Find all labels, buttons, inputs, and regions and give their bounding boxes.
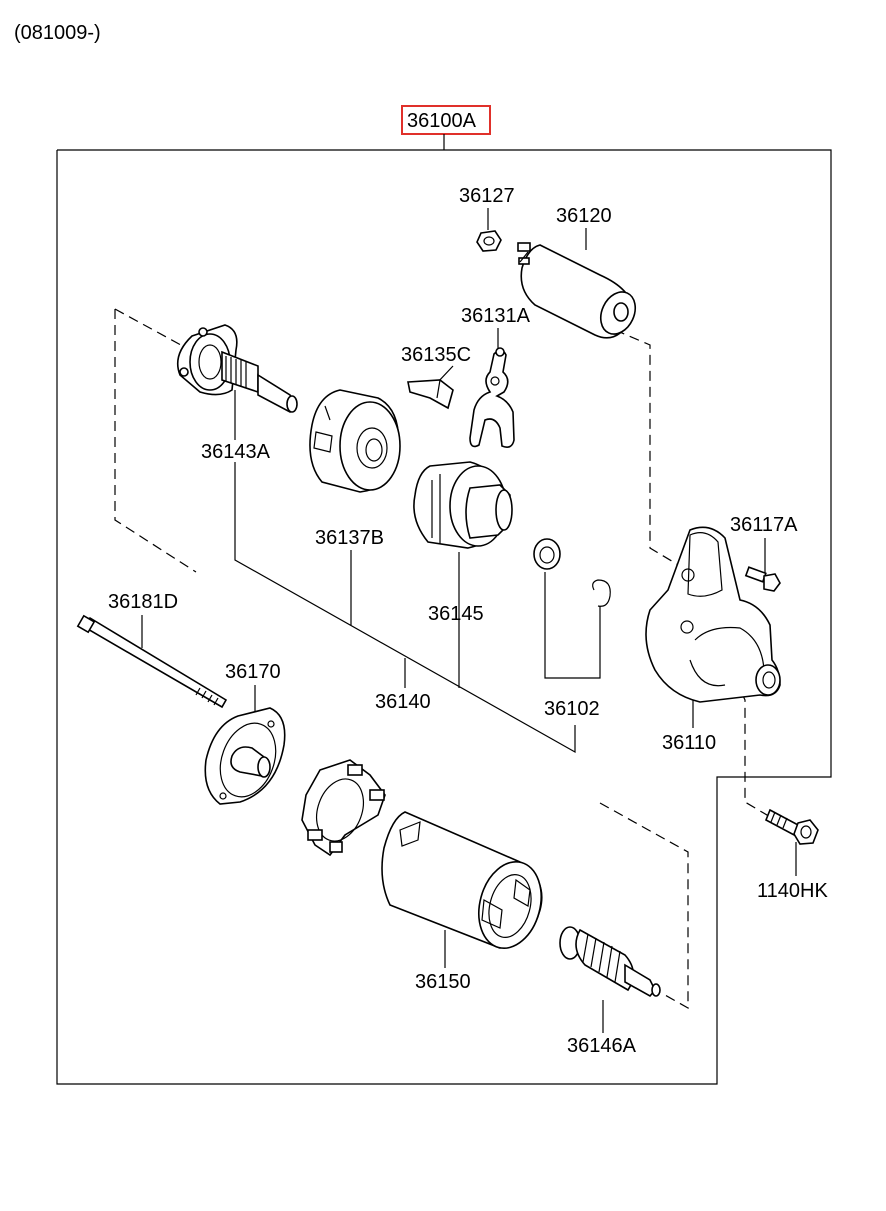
armature-36146a	[559, 926, 661, 998]
label-36140[interactable]: 36140	[375, 691, 431, 713]
label-36143a[interactable]: 36143A	[201, 441, 271, 463]
leader-lines	[141, 208, 797, 1033]
label-36120[interactable]: 36120	[556, 205, 612, 227]
pinion-36145	[413, 461, 513, 549]
yoke-36150	[381, 811, 543, 950]
bolt-1140hk	[764, 808, 819, 845]
solenoid-36120	[517, 242, 637, 339]
label-36135c[interactable]: 36135C	[401, 344, 471, 366]
bolt-36117a	[744, 566, 781, 592]
label-36131a[interactable]: 36131A	[461, 305, 531, 327]
label-36170[interactable]: 36170	[225, 661, 281, 683]
dashed-assembly-lines	[114, 308, 773, 1010]
label-36110[interactable]: 36110	[662, 732, 716, 754]
brush-holder	[301, 759, 386, 857]
label-36150[interactable]: 36150	[415, 971, 471, 993]
label-36146a[interactable]: 36146A	[567, 1035, 637, 1057]
nut-36127	[476, 230, 502, 252]
rear-cover-36170	[204, 707, 286, 805]
label-1140hk[interactable]: 1140HK	[757, 880, 828, 902]
lever-36131a	[469, 347, 515, 448]
label-36181d[interactable]: 36181D	[108, 591, 178, 613]
through-bolt-36181d	[76, 614, 228, 709]
assembly-part-number[interactable]: 36100A	[407, 110, 477, 132]
label-36137b[interactable]: 36137B	[315, 527, 384, 549]
date-code: (081009-)	[14, 22, 101, 44]
assembly-highlight-box	[401, 105, 491, 135]
housing-36137b	[309, 389, 401, 493]
label-36127[interactable]: 36127	[459, 185, 515, 207]
front-housing-36110	[645, 526, 781, 703]
label-36145[interactable]: 36145	[428, 603, 484, 625]
plate-36135c	[407, 379, 454, 410]
label-36102[interactable]: 36102	[544, 698, 600, 720]
ring-set-36102	[533, 538, 611, 607]
label-36117a[interactable]: 36117A	[730, 514, 798, 536]
shaft-36143a	[176, 324, 298, 414]
assembly-frame	[56, 149, 832, 1085]
